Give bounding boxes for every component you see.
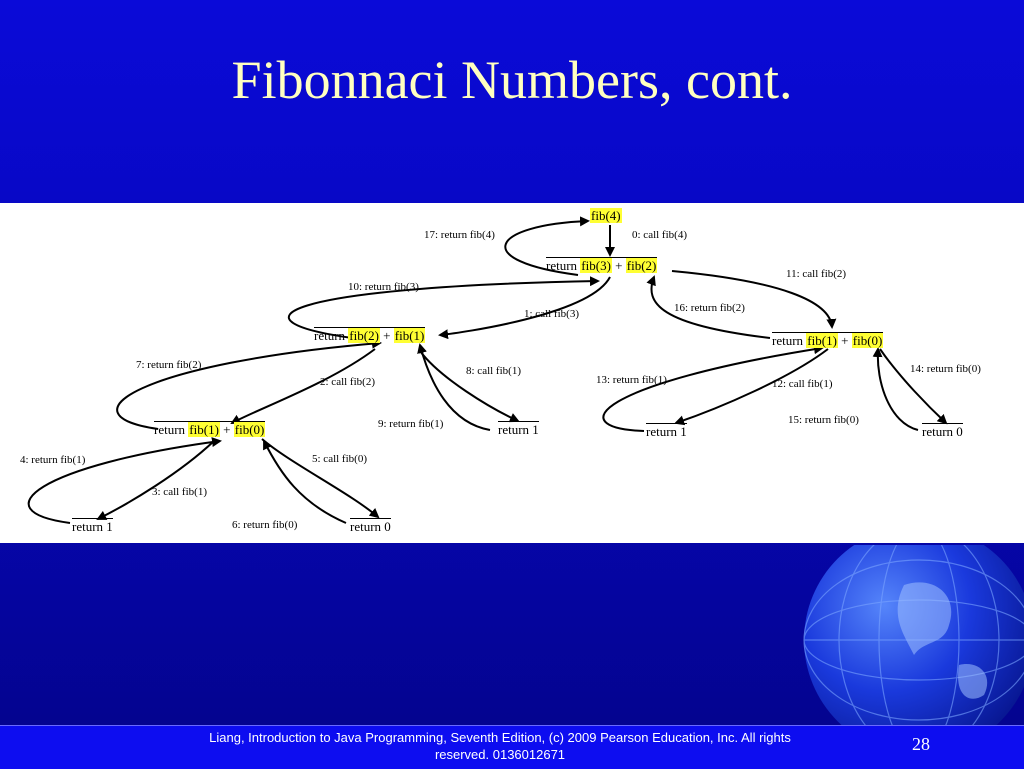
step-label: 9: return fib(1) (378, 418, 444, 430)
arrow-step-17 (504, 216, 590, 276)
step-label: 3: call fib(1) (152, 486, 207, 498)
step-label: 16: return fib(2) (674, 302, 745, 314)
node-fib4-call: fib(4) (590, 208, 622, 223)
step-label: 0: call fib(4) (632, 229, 687, 241)
arrow-step-7 (116, 338, 382, 430)
step-label: 2: call fib(2) (320, 376, 375, 388)
leaf-return-1-c: return 1 (498, 421, 539, 437)
step-label: 14: return fib(0) (910, 363, 981, 375)
node-return-fib2-fib1: return fib(2) + fib(1) (314, 327, 426, 343)
globe-icon (803, 545, 1024, 745)
step-label: 8: call fib(1) (466, 365, 521, 377)
recursion-diagram-panel: fib(4) return fib(3) + fib(2) return fib… (0, 203, 1024, 543)
leaf-return-0-e: return 0 (922, 423, 963, 439)
step-label: 7: return fib(2) (136, 359, 202, 371)
arrow-step-9 (417, 343, 491, 431)
step-label: 11: call fib(2) (786, 268, 847, 280)
node-return-fib1-fib0-left: return fib(1) + fib(0) (154, 421, 266, 437)
step-label: 6: return fib(0) (232, 519, 298, 531)
node-return-fib3-fib2: return fib(3) + fib(2) (546, 257, 658, 273)
arrow-step-12 (674, 348, 829, 426)
arrow-step-15 (872, 347, 919, 431)
step-label: 4: return fib(1) (20, 454, 86, 466)
step-label: 17: return fib(4) (424, 229, 495, 241)
slide-title: Fibonnaci Numbers, cont. (231, 50, 793, 110)
arrow-step-1 (438, 276, 611, 340)
step-label: 15: return fib(0) (788, 414, 859, 426)
arrow-step-13 (602, 344, 824, 432)
leaf-return-1-d: return 1 (646, 423, 687, 439)
recursion-arrows (27, 216, 948, 524)
arrow-step-5 (261, 438, 380, 519)
arrow-step-10 (287, 276, 600, 340)
arrow-step-4 (27, 437, 222, 524)
step-label: 12: call fib(1) (772, 378, 833, 390)
arrow-step-6 (263, 439, 347, 524)
node-return-fib1-fib0-right: return fib(1) + fib(0) (772, 332, 884, 348)
page-number: 28 (912, 734, 930, 754)
step-label: 13: return fib(1) (596, 374, 667, 386)
arrow-step-14 (879, 348, 948, 425)
arrow-step-16 (646, 275, 771, 339)
step-label: 5: call fib(0) (312, 453, 367, 465)
arrow-step-3 (96, 440, 215, 520)
step-label: 1: call fib(3) (524, 308, 579, 320)
arrow-step-2 (230, 348, 376, 424)
arrow-step-11 (671, 270, 837, 329)
leaf-return-1-a: return 1 (72, 518, 113, 534)
leaf-return-0-b: return 0 (350, 518, 391, 534)
step-label: 10: return fib(3) (348, 281, 419, 293)
footer-bar: Liang, Introduction to Java Programming,… (0, 725, 1024, 769)
footer-copyright: Liang, Introduction to Java Programming,… (209, 730, 791, 762)
arrow-step-8 (419, 350, 520, 423)
